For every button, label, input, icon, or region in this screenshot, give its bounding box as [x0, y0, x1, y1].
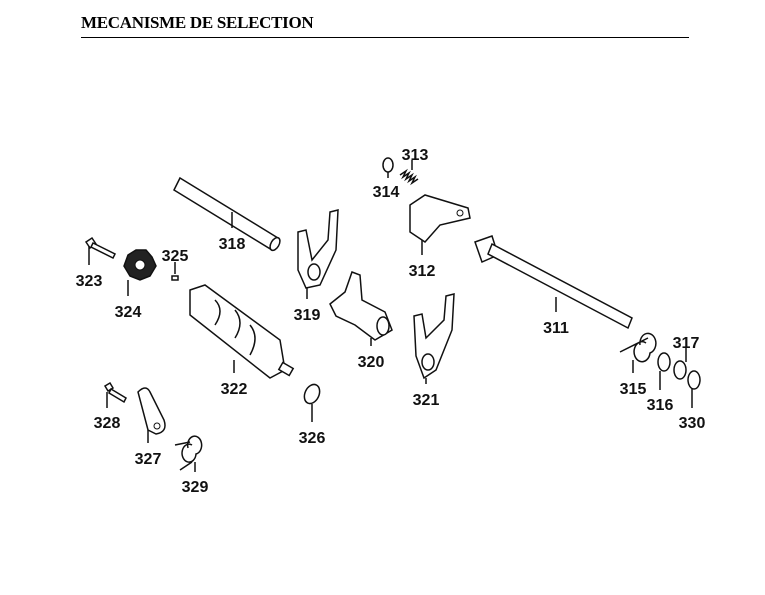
part-label-320: 320 — [358, 354, 385, 371]
part-324-index-star — [123, 249, 157, 296]
part-label-316: 316 — [647, 397, 674, 414]
part-321-shift-fork — [413, 293, 455, 384]
part-323-bolt — [84, 236, 117, 265]
part-312-shift-plate — [409, 194, 471, 255]
part-label-323: 323 — [76, 273, 103, 290]
part-label-313: 313 — [402, 147, 429, 164]
part-label-330: 330 — [679, 415, 706, 432]
part-label-319: 319 — [294, 307, 321, 324]
part-label-325: 325 — [162, 248, 189, 265]
part-319-shift-fork — [297, 209, 339, 299]
part-330-washer — [687, 370, 701, 408]
part-label-328: 328 — [94, 415, 121, 432]
part-label-317: 317 — [673, 335, 700, 352]
part-label-315: 315 — [620, 381, 647, 398]
part-320-shift-fork — [329, 271, 393, 346]
part-314-washer — [382, 157, 394, 178]
part-328-bolt — [103, 381, 127, 408]
page-title: MECANISME DE SELECTION — [81, 13, 314, 32]
part-325-pin — [171, 262, 179, 281]
part-label-321: 321 — [413, 392, 440, 409]
part-label-312: 312 — [409, 263, 436, 280]
part-327-stopper-arm — [137, 387, 166, 443]
part-label-324: 324 — [115, 304, 142, 321]
part-label-314: 314 — [373, 184, 400, 201]
part-label-311: 311 — [543, 320, 569, 337]
part-label-329: 329 — [182, 479, 209, 496]
part-label-327: 327 — [135, 451, 162, 468]
title-divider — [81, 37, 689, 38]
part-313-spring — [399, 160, 419, 186]
part-311-shift-shaft — [474, 235, 633, 330]
part-329-spring — [174, 435, 203, 472]
part-322-shift-drum — [189, 284, 295, 379]
part-label-326: 326 — [299, 430, 326, 447]
part-326-washer — [303, 383, 321, 422]
part-318-rod — [173, 176, 281, 252]
part-label-322: 322 — [221, 381, 248, 398]
part-315-return-spring — [619, 332, 657, 373]
part-label-318: 318 — [219, 236, 246, 253]
part-316-washer — [657, 352, 671, 390]
part-317-washer — [673, 348, 687, 380]
